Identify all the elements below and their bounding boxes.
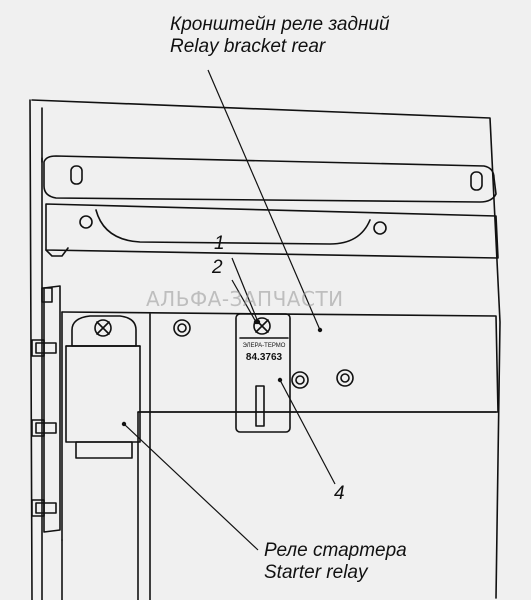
leader-2: [231, 279, 257, 323]
upper-flange: [43, 155, 497, 203]
slot-hole: [470, 171, 483, 191]
nut-inner: [177, 323, 187, 333]
nut-inner: [295, 375, 305, 385]
left-upright: [43, 285, 61, 533]
bolt: [31, 339, 45, 357]
callout-starter-relay-ru: Реле стартера: [264, 540, 407, 561]
cab-panel-outline: [31, 99, 501, 599]
callout-starter-relay: Реле стартера Starter relay: [264, 540, 407, 584]
bolt: [35, 422, 57, 434]
rail-bulge: [95, 209, 371, 245]
relay-plate-slot: [255, 385, 265, 427]
leader-starter: [123, 423, 259, 551]
callout-starter-relay-en: Starter relay: [264, 562, 368, 583]
starter-relay-mount: [71, 315, 137, 347]
relay-screw-slot: [96, 321, 110, 335]
relay-bracket-rear: [61, 311, 499, 600]
bolt: [35, 502, 57, 514]
starter-relay-body: [65, 345, 141, 443]
callout-number-4: 4: [334, 483, 345, 504]
leader-1: [231, 257, 259, 323]
rail-hole: [373, 221, 387, 235]
mid-rail: [45, 203, 499, 259]
callout-relay-bracket-en: Relay bracket rear: [170, 36, 326, 57]
relay-plate-text-2: 84.3763: [245, 352, 283, 363]
bolt-head: [41, 287, 53, 303]
relay-plate-screw: [253, 317, 271, 335]
nut-inner: [340, 373, 350, 383]
leader-4: [279, 379, 336, 485]
rail-hole: [79, 215, 93, 229]
callout-number-1: 1: [214, 233, 225, 254]
slot-hole: [70, 165, 83, 185]
starter-relay-terminal: [75, 441, 133, 459]
leader-bracket: [207, 69, 321, 331]
nut: [291, 371, 309, 389]
relay-screw: [94, 319, 112, 337]
callout-number-2: 2: [212, 257, 223, 278]
bolt: [31, 419, 45, 437]
callout-relay-bracket-ru: Кронштейн реле задний: [170, 14, 390, 35]
bolt: [31, 499, 45, 517]
callout-relay-bracket: Кронштейн реле задний Relay bracket rear: [170, 14, 390, 58]
relay-plate-text-1: ЭЛЕРА-ТЕРМО: [242, 343, 286, 349]
bolt: [35, 342, 57, 354]
mid-rail-notch: [45, 247, 69, 257]
nut: [173, 319, 191, 337]
watermark: АЛЬФА-ЗАПЧАСТИ: [146, 287, 344, 311]
relay-plate: [235, 313, 291, 433]
nut: [336, 369, 354, 387]
